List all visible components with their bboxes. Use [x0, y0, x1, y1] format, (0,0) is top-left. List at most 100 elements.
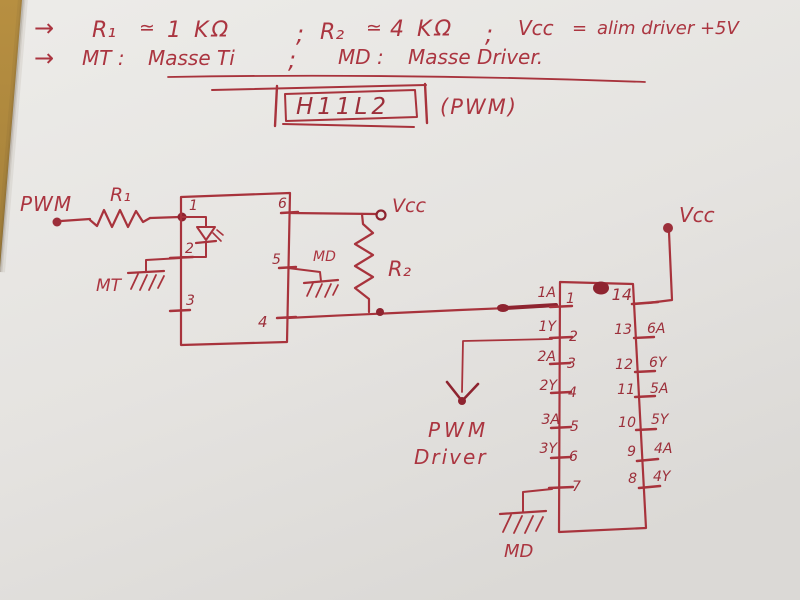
pin-label: 3A	[542, 412, 560, 428]
pwm-driver-label-1: PWM	[428, 418, 489, 442]
pin-label: 4Y	[653, 469, 672, 485]
mt-meaning: Masse Ti	[148, 46, 235, 70]
wire-r1-to-pin1	[148, 215, 182, 220]
opto-pin-3: 3	[186, 293, 195, 309]
title-underline	[282, 123, 415, 128]
pin-label: 2A	[538, 349, 556, 365]
opto-pin-5: 5	[272, 252, 281, 268]
approx-symbol: ≃	[139, 17, 155, 39]
wire-pin14-to-vcc	[646, 230, 674, 305]
underline	[167, 74, 646, 83]
part-mode: (PWM)	[440, 95, 518, 119]
resistor-r2-symbol	[353, 212, 375, 314]
pwm-terminal-dot	[52, 217, 62, 227]
vcc-value: alim driver +5V	[597, 18, 740, 39]
title-block: H11L2 (PWM)	[211, 82, 518, 128]
pin-number: 12	[615, 357, 633, 373]
arrow-icon: →	[34, 44, 54, 72]
vcc-terminal-open-circle	[375, 209, 387, 221]
pin-label: 1Y	[539, 319, 558, 335]
optocoupler-outline	[179, 191, 292, 347]
pin-number: 1	[566, 291, 575, 307]
driver-ic-outline	[557, 280, 648, 534]
part-number: H11L2	[296, 94, 390, 120]
pin-label: 6A	[647, 321, 665, 337]
pin-number: 8	[628, 471, 637, 487]
title-right-bar	[423, 82, 429, 125]
pin-label: 5Y	[651, 412, 670, 428]
vcc-left-label: Vcc	[392, 195, 426, 217]
ground-symbol-md-top	[287, 267, 340, 298]
r2-name: R₂	[320, 20, 344, 45]
pin-number: 4	[568, 385, 577, 401]
title-left-bar	[273, 84, 279, 128]
opto-pin-1: 1	[189, 198, 198, 214]
opto-pin-2: 2	[185, 241, 194, 257]
pin-number: 2	[569, 329, 578, 345]
r1-name: R₁	[92, 18, 116, 43]
pin-number: 5	[570, 419, 579, 435]
ic-pin1-notch-dot	[593, 281, 609, 295]
junction-dot	[376, 308, 384, 316]
opto-pin-4: 4	[258, 313, 268, 331]
md-name: MD :	[338, 45, 384, 69]
separator: ;	[288, 46, 296, 74]
pin-label: 2Y	[540, 378, 559, 394]
mt-name: MT :	[82, 46, 125, 70]
part-number-box	[284, 89, 418, 122]
r2-value: 4 KΩ	[390, 17, 454, 42]
equals-sign: =	[572, 18, 587, 39]
pin-label: 1A	[538, 285, 556, 301]
wire-pin6-to-vcc	[288, 211, 378, 216]
separator: ;	[485, 20, 493, 48]
ic-right-pin-numbers: 14 13 12 11 10 9 8	[612, 285, 637, 487]
vcc-right-label: Vcc	[679, 203, 715, 227]
junction-dot	[497, 304, 509, 312]
pin-tick	[168, 308, 192, 313]
pwm-driver-label-2: Driver	[414, 445, 488, 469]
separator: ;	[296, 20, 304, 48]
title-top-line	[211, 84, 427, 91]
wire-pwm-to-r1	[59, 217, 92, 223]
wire-thick-segment	[503, 303, 558, 310]
pwm-input-label: PWM	[20, 192, 72, 216]
pin-number: 14	[612, 285, 632, 304]
pin-number: 6	[569, 449, 578, 465]
ground-symbol-mt	[126, 257, 182, 291]
mt-ground-label: MT	[96, 276, 123, 296]
wire-pin4-to-ic	[285, 304, 558, 320]
pwm-driver-arrow	[445, 338, 553, 405]
resistor-r1-symbol	[88, 208, 152, 229]
pin-number: 11	[617, 382, 635, 398]
md-ground-top-label: MD	[313, 249, 336, 265]
pin-label: 3Y	[540, 441, 559, 457]
note-line-2: → MT : Masse Ti ; MD : Masse Driver.	[34, 44, 646, 83]
pin-number: 10	[618, 415, 636, 431]
opto-pin-6: 6	[278, 196, 287, 212]
pin-number: 3	[567, 356, 576, 372]
approx-symbol: ≃	[366, 17, 382, 39]
ic-left-pin-labels: 1A 1Y 2A 2Y 3A 3Y	[538, 285, 560, 457]
note-line-1: → R₁ ≃ 1 KΩ ; R₂ ≃ 4 KΩ ; Vcc = alim dri…	[34, 14, 740, 48]
ic-left-pin-ticks	[547, 304, 575, 490]
pin-label: 6Y	[649, 355, 668, 371]
r2-schematic-label: R₂	[388, 257, 412, 281]
md-meaning: Masse Driver.	[408, 45, 543, 69]
vcc-name: Vcc	[518, 16, 554, 40]
ground-symbol-md-bottom	[498, 488, 553, 534]
ic-right-pin-labels: 6A 6Y 5A 5Y 4A 4Y	[647, 321, 672, 485]
pin-label: 5A	[650, 381, 668, 397]
paper-edge-shadow	[0, 0, 28, 273]
arrow-icon: →	[34, 14, 54, 42]
pin-label: 4A	[654, 441, 672, 457]
pin-number: 13	[614, 322, 632, 338]
r1-schematic-label: R₁	[110, 184, 131, 206]
pin-number: 7	[572, 479, 581, 495]
r1-value: 1 KΩ	[167, 18, 231, 43]
vcc-terminal-dot	[663, 223, 673, 233]
ic-left-pin-numbers: 1 2 3 4 5 6 7	[566, 291, 581, 495]
md-ground-bottom-label: MD	[504, 541, 533, 562]
